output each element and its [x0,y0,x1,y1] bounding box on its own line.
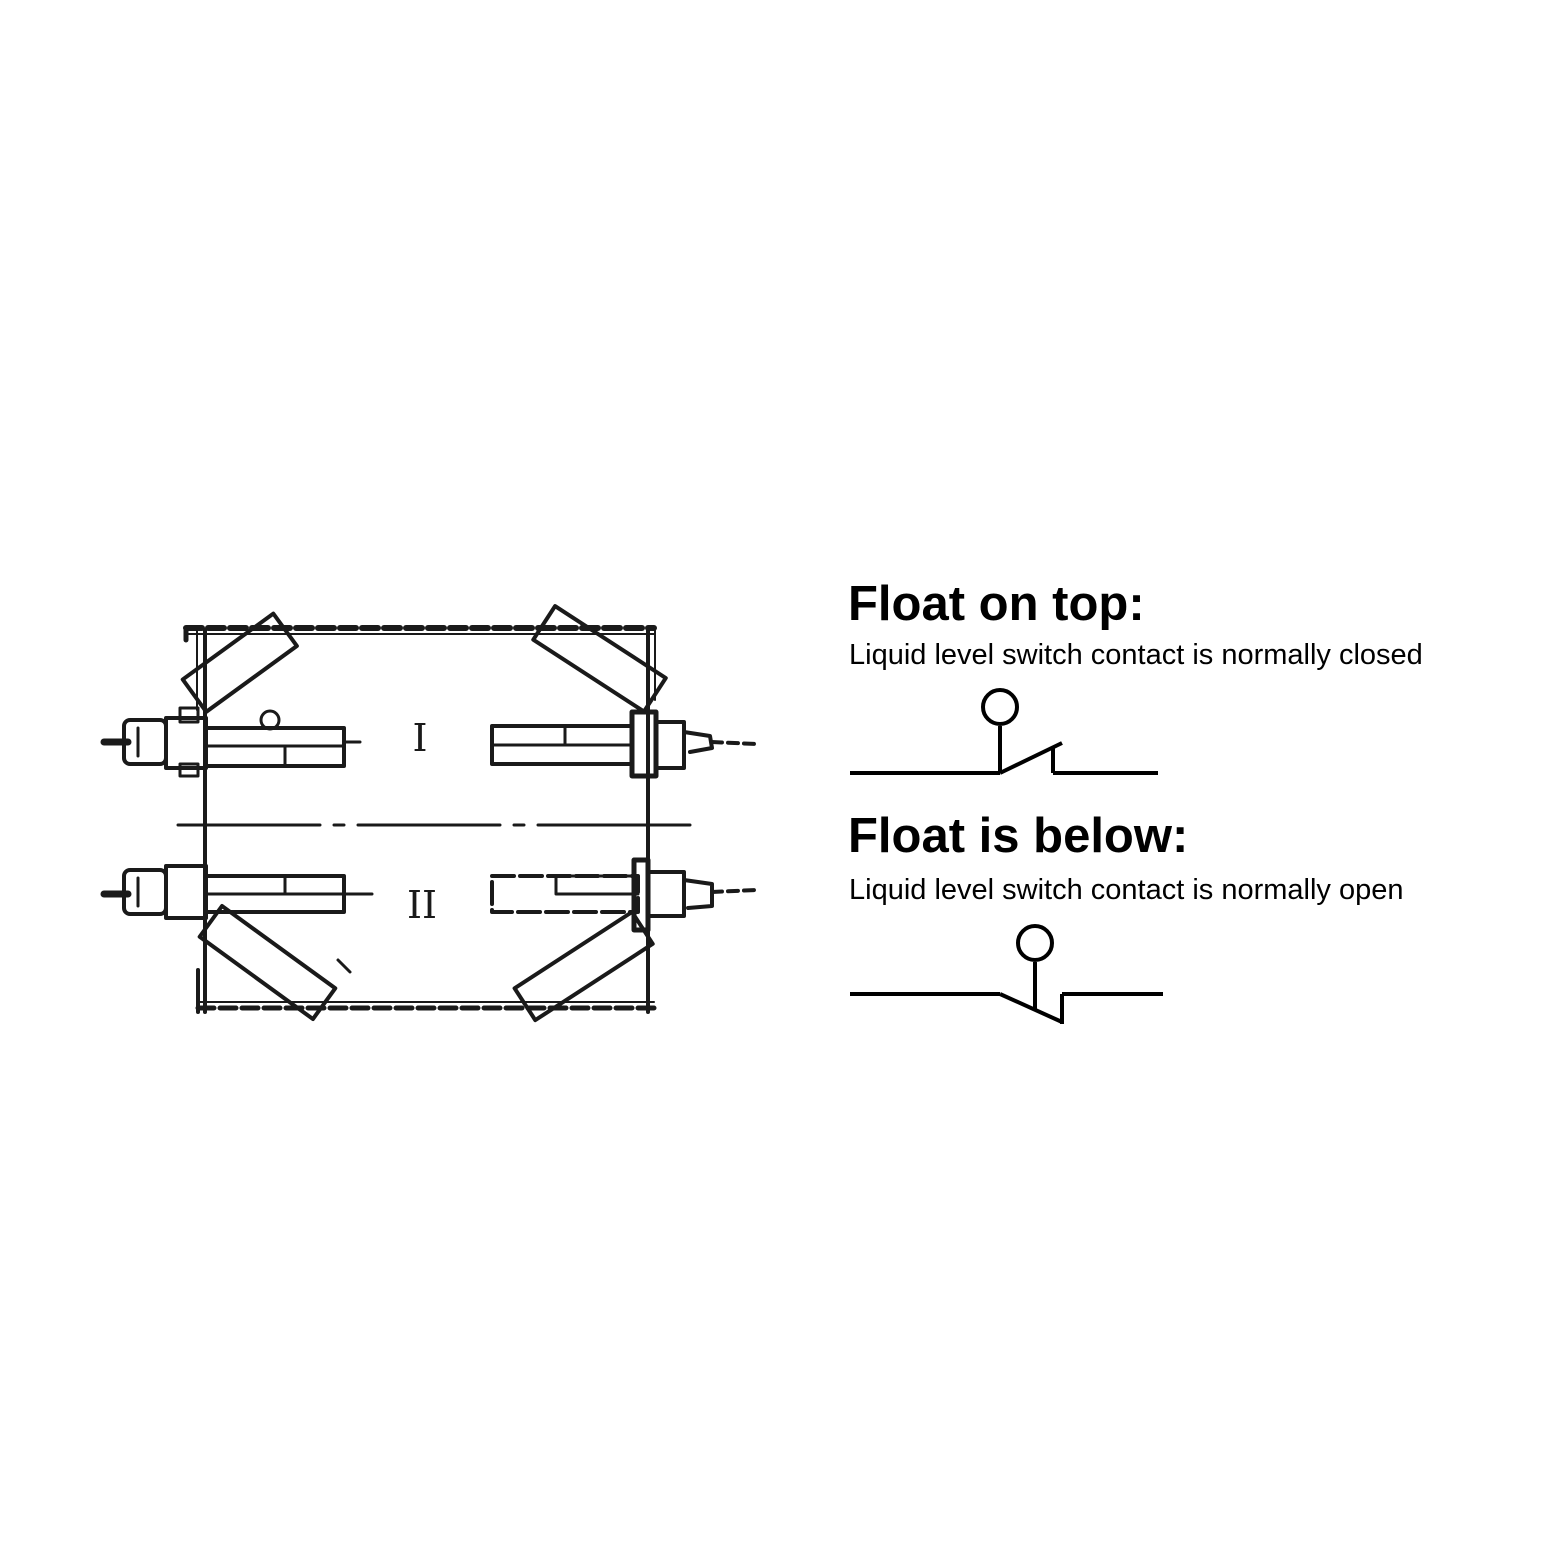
normally-open-symbol [850,924,1163,1024]
tank-wall [183,625,657,1014]
normally-open-description: Liquid level switch contact is normally … [849,874,1404,906]
float-is-below-heading: Float is below: [848,809,1189,863]
upper-section-label: I [412,716,427,760]
lower-section-label: II [407,883,437,927]
switch-upper-left [100,611,362,778]
normally-closed-symbol [850,688,1158,775]
switch-lower-right [490,857,758,1023]
float-on-top-heading: Float on top: [848,577,1145,631]
switch-upper-right [490,604,758,779]
switch-lower-left [100,864,374,1022]
normally-closed-description: Liquid level switch contact is normally … [849,639,1423,671]
